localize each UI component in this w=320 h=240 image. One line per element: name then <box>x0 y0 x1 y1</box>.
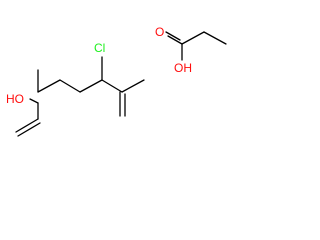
chlorine-label: Cl <box>94 41 105 55</box>
bond-alpha-to-methyl <box>203 31 227 45</box>
molecule-1-bonds <box>15 56 145 137</box>
bond-chain-2-to-chiral-carbon <box>79 79 103 93</box>
bond-quaternary-to-chain-1 <box>37 79 61 93</box>
carboxyl-hydroxyl-label: OH <box>174 61 192 75</box>
molecule-2-bonds <box>165 31 227 61</box>
bond-quaternary-to-hydroxyl <box>29 98 39 104</box>
bond-isopropenyl-methyl <box>121 79 145 93</box>
bond-vinyl-terminal-double-a <box>15 118 39 133</box>
bond-chain-1-to-chain-2 <box>59 79 81 93</box>
hydroxyl-label-molecule-1: HO <box>6 92 24 106</box>
carbonyl-oxygen-label: O <box>155 25 164 39</box>
chemical-structure-diagram: HO Cl O OH <box>6 25 227 137</box>
bond-carbonyl-double-b <box>165 31 181 41</box>
bond-chiral-to-isopropenyl <box>101 79 123 93</box>
bond-carbonyl-double-a <box>167 35 183 45</box>
bond-carboxyl-to-alpha-carbon <box>181 31 205 45</box>
bond-vinyl-terminal-double-b <box>17 122 41 137</box>
